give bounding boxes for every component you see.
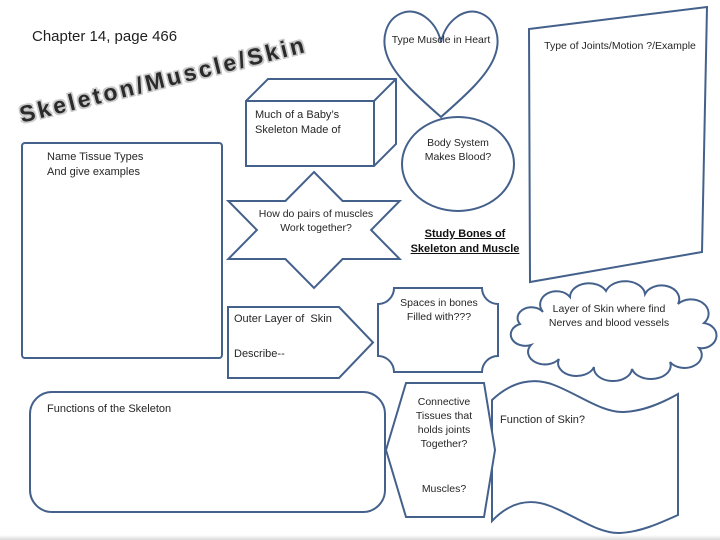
blood-circle-label: Body System Makes Blood? — [424, 137, 492, 163]
chapter-header: Chapter 14, page 466 — [32, 28, 178, 45]
heart-label: Type Muscle in Heart — [391, 34, 491, 46]
muscle-star-shape[interactable] — [225, 170, 403, 290]
joints-panel-shape[interactable] — [527, 5, 709, 284]
describe-label: Describe-- — [234, 348, 285, 360]
bones-plaque-shape[interactable] — [377, 287, 499, 373]
tissue-box-shape[interactable] — [21, 142, 223, 359]
study-note-label: Study Bones of Skeleton and Muscle — [410, 228, 520, 255]
cube-shape[interactable] — [245, 78, 397, 167]
skin-wave-label: Function of Skin? — [500, 414, 585, 426]
skin-arrow-shape[interactable] — [227, 306, 375, 379]
bones-plaque-label: Spaces in bones Filled with??? — [400, 297, 478, 323]
joints-panel-label: Type of Joints/Motion ?/Example — [544, 40, 696, 52]
functions-box-shape[interactable] — [29, 391, 386, 513]
skin-wave-shape[interactable] — [491, 380, 679, 535]
joints-hexagon-shape[interactable] — [384, 382, 497, 518]
functions-box-label: Functions of the Skeleton — [47, 403, 172, 415]
joints-hexagon-label: Connective Tissues that holds joints Tog… — [415, 396, 473, 450]
skin-arrow-label: Outer Layer of Skin — [234, 313, 332, 325]
tissue-box-label: Name Tissue Types And give examples — [47, 151, 144, 178]
skin-cloud-shape[interactable] — [509, 280, 718, 383]
muscles-label: Muscles? — [421, 483, 467, 495]
skin-cloud-label: Layer of Skin where find Nerves and bloo… — [548, 303, 670, 329]
heart-shape[interactable] — [383, 10, 499, 119]
blood-circle-shape[interactable] — [401, 116, 515, 212]
cube-label: Much of a Baby’s Skeleton Made of — [255, 109, 341, 136]
muscle-star-label: How do pairs of muscles Work together? — [258, 208, 374, 234]
slide-bottom-edge — [0, 535, 720, 540]
